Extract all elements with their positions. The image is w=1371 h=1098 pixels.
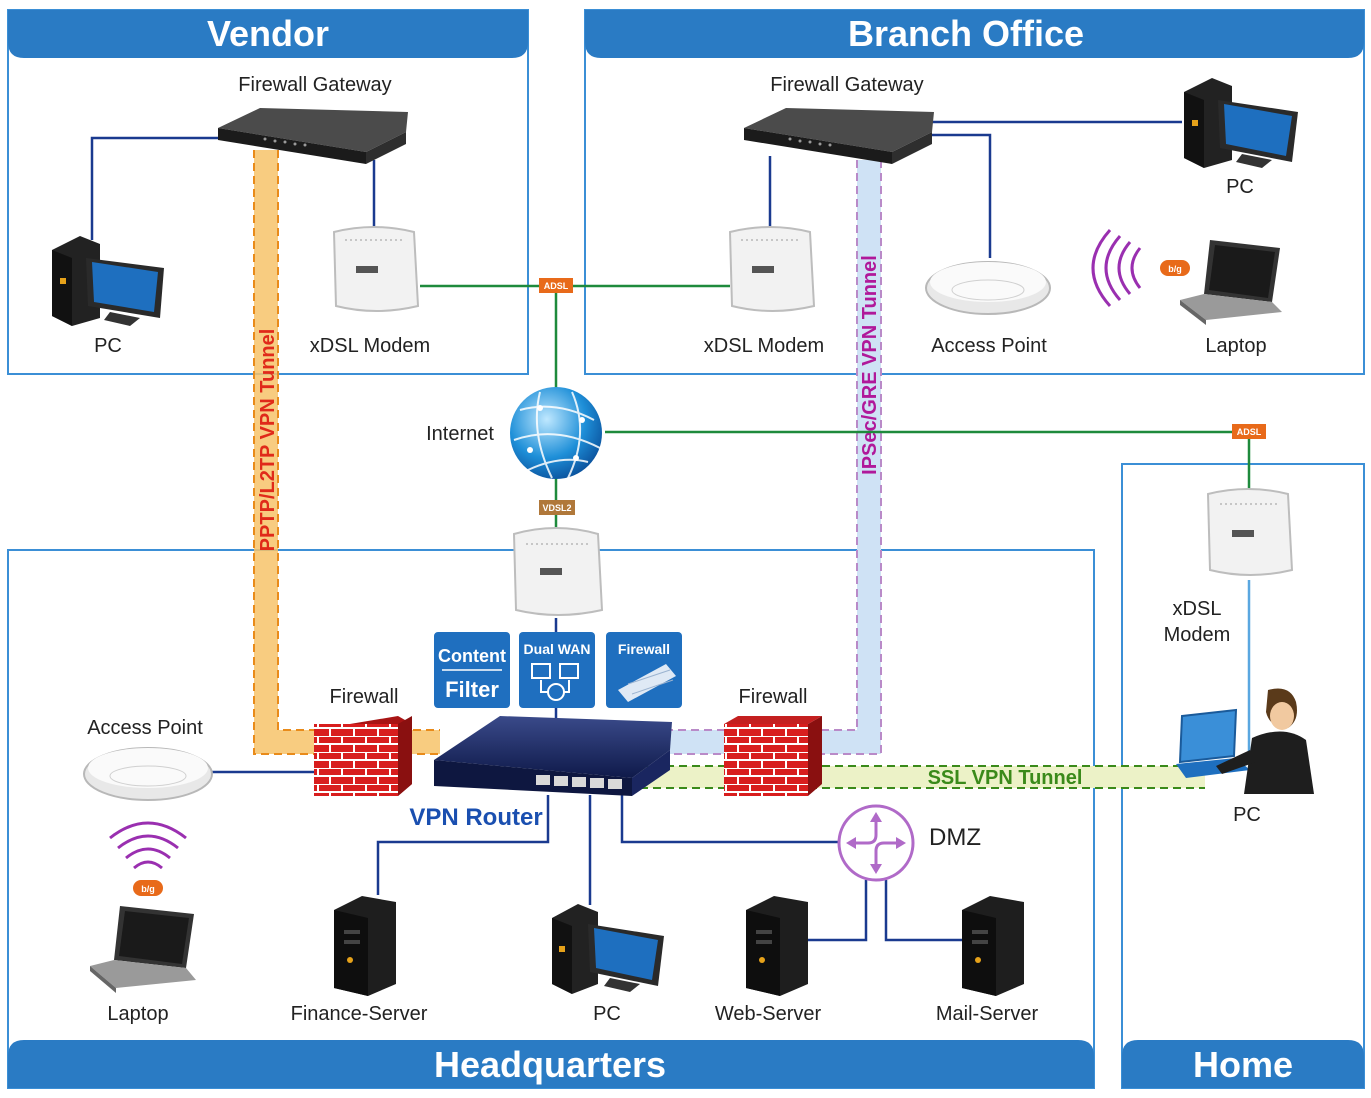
ssl-tunnel-label: SSL VPN Tunnel	[928, 767, 1083, 789]
internet-globe-icon	[510, 387, 602, 479]
bg-badge-hq: b/g	[133, 880, 163, 896]
hq-access-point-icon	[83, 747, 213, 801]
svg-text:Dual WAN: Dual WAN	[524, 641, 591, 657]
svg-text:b/g: b/g	[1168, 264, 1182, 274]
svg-text:b/g: b/g	[141, 884, 155, 894]
vendor-modem-label: xDSL Modem	[310, 335, 430, 357]
hq-wifi-icon	[109, 821, 187, 870]
svg-text:Content: Content	[438, 646, 506, 666]
vendor-firewall-gateway-icon	[218, 108, 408, 164]
adsl-badge-top: ADSL	[539, 278, 573, 293]
branch-pc-icon	[1184, 78, 1298, 168]
firewall-feature-icon: Firewall	[606, 632, 682, 708]
dual-wan-feature-icon: Dual WAN	[519, 632, 595, 708]
vpn-router-label: VPN Router	[409, 804, 542, 831]
bg-badge-branch: b/g	[1160, 260, 1190, 276]
pptp-tunnel-label: PPTP/L2TP VPN Tunnel	[257, 329, 279, 552]
finance-server-label: Finance-Server	[291, 1003, 428, 1025]
hq-firewall-left-label: Firewall	[330, 686, 399, 708]
content-filter-feature-icon: Content Filter	[434, 632, 510, 708]
hq-firewall-left-icon	[314, 716, 412, 796]
web-server-icon	[746, 896, 808, 996]
svg-text:Firewall: Firewall	[618, 641, 670, 657]
branch-firewall-gateway-label: Firewall Gateway	[770, 74, 923, 96]
home-modem-icon	[1206, 488, 1294, 576]
vendor-pc-label: PC	[94, 335, 122, 357]
finance-server-icon	[334, 896, 396, 996]
svg-text:ADSL: ADSL	[1237, 427, 1262, 437]
home-user-pc-icon	[1176, 688, 1314, 794]
vendor-modem-icon	[332, 226, 420, 312]
branch-title: Branch Office	[848, 13, 1084, 54]
branch-modem-label: xDSL Modem	[704, 335, 824, 357]
hq-pc-label: PC	[593, 1003, 621, 1025]
home-modem-label-line2: Modem	[1164, 624, 1231, 646]
internet-label: Internet	[426, 423, 494, 445]
home-title: Home	[1193, 1044, 1293, 1085]
dmz-label: DMZ	[929, 824, 981, 851]
branch-laptop-icon	[1180, 240, 1282, 325]
web-server-label: Web-Server	[715, 1003, 822, 1025]
dmz-switch-icon	[837, 804, 915, 882]
branch-pc-label: PC	[1226, 176, 1254, 198]
branch-wifi-icon	[1091, 229, 1142, 307]
ipsec-tunnel-label: IPSec/GRE VPN Tunnel	[859, 255, 881, 475]
branch-access-point-icon	[925, 261, 1051, 315]
svg-text:Filter: Filter	[445, 677, 499, 702]
hq-laptop-label: Laptop	[107, 1003, 168, 1025]
vdsl2-badge: VDSL2	[539, 500, 575, 515]
mail-server-label: Mail-Server	[936, 1003, 1039, 1025]
home-modem-label-line1: xDSL	[1173, 598, 1222, 620]
hq-modem-icon	[512, 527, 604, 616]
branch-access-point-label: Access Point	[931, 335, 1047, 357]
headquarters-region: Headquarters	[7, 549, 1095, 1089]
svg-text:ADSL: ADSL	[544, 281, 569, 291]
hq-pc-icon	[552, 904, 664, 994]
vendor-firewall-gateway-label: Firewall Gateway	[238, 74, 391, 96]
branch-laptop-label: Laptop	[1205, 335, 1266, 357]
hq-firewall-right-label: Firewall	[739, 686, 808, 708]
adsl-badge-home: ADSL	[1232, 424, 1266, 439]
mail-server-icon	[962, 896, 1024, 996]
branch-firewall-gateway-icon	[744, 108, 934, 164]
vendor-title: Vendor	[207, 13, 329, 54]
vpn-router-icon	[434, 716, 672, 796]
hq-access-point-label: Access Point	[87, 717, 203, 739]
hq-firewall-right-icon	[724, 716, 822, 796]
svg-text:VDSL2: VDSL2	[542, 503, 571, 513]
headquarters-title: Headquarters	[434, 1044, 666, 1085]
hq-laptop-icon	[90, 906, 196, 993]
branch-modem-icon	[728, 226, 816, 312]
home-region: Home	[1121, 463, 1365, 1089]
branch-region: Branch Office	[584, 9, 1365, 375]
home-pc-label: PC	[1233, 804, 1261, 826]
vendor-pc-icon	[52, 236, 164, 326]
